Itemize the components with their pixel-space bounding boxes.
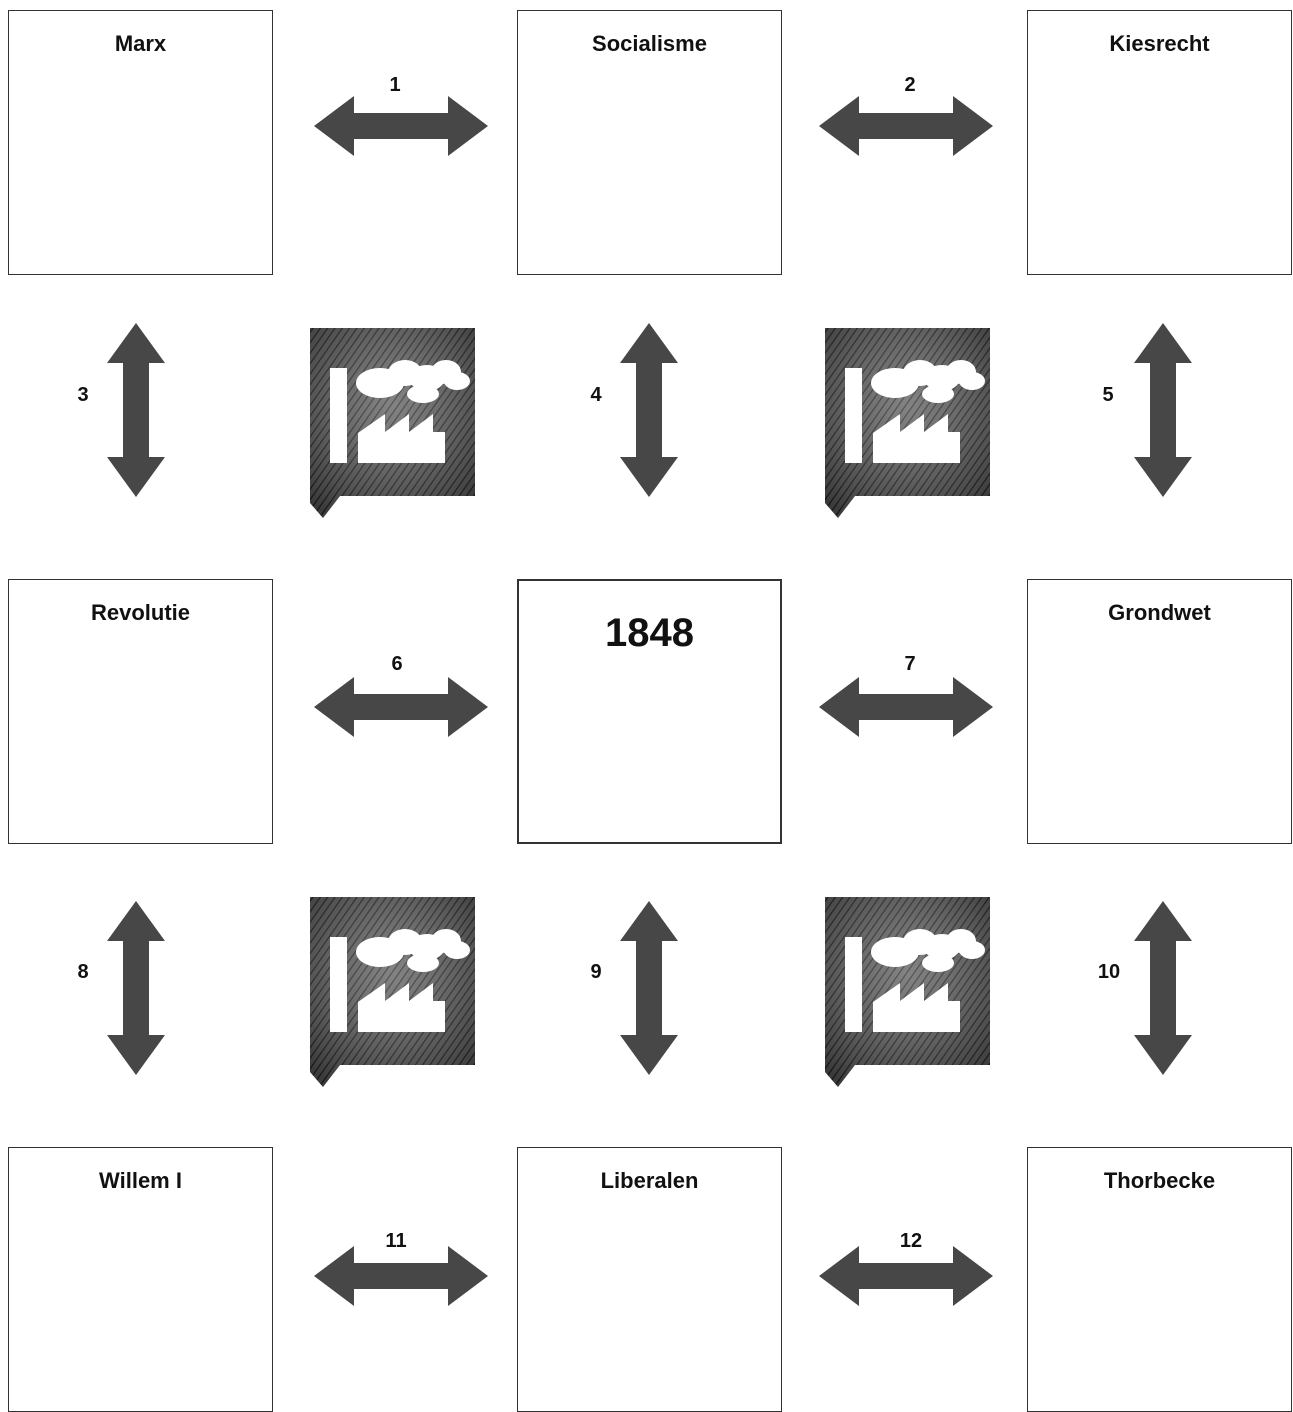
concept-box-liberalen: Liberalen — [517, 1147, 782, 1412]
concept-label: Kiesrecht — [1109, 31, 1210, 56]
connection-number: 4 — [590, 384, 602, 406]
concept-label: Liberalen — [600, 1168, 699, 1193]
double-arrow-vertical-icon — [1134, 901, 1192, 1075]
connection-number: 2 — [904, 74, 916, 96]
concept-label: Socialisme — [592, 31, 707, 56]
factory-icon — [820, 897, 1000, 1092]
concept-label: Marx — [114, 31, 167, 56]
concept-label: Willem I — [99, 1168, 182, 1193]
double-arrow-vertical-icon — [620, 901, 678, 1075]
factory-icon — [820, 328, 1000, 523]
double-arrow-horizontal-icon — [314, 677, 488, 737]
double-arrow-horizontal-icon — [314, 1246, 488, 1306]
concept-label: Thorbecke — [1103, 1168, 1216, 1193]
double-arrow-vertical-icon — [620, 323, 678, 497]
connection-number: 11 — [385, 1230, 407, 1252]
connection-number: 10 — [1097, 961, 1121, 983]
central-year-label: 1848 — [605, 611, 694, 655]
double-arrow-horizontal-icon — [314, 96, 488, 156]
concept-box-thorbecke: Thorbecke — [1027, 1147, 1292, 1412]
factory-icon — [305, 328, 485, 523]
double-arrow-vertical-icon — [107, 323, 165, 497]
connection-number: 9 — [590, 961, 602, 983]
connection-number: 3 — [77, 384, 89, 406]
concept-label: Revolutie — [90, 600, 191, 625]
double-arrow-vertical-icon — [1134, 323, 1192, 497]
factory-icon — [305, 897, 485, 1092]
concept-box-socialisme: Socialisme — [517, 10, 782, 275]
concept-box-grondwet: Grondwet — [1027, 579, 1292, 844]
connection-number: 1 — [389, 74, 401, 96]
connection-number: 12 — [899, 1230, 923, 1252]
double-arrow-horizontal-icon — [819, 1246, 993, 1306]
connection-number: 7 — [904, 653, 916, 675]
concept-box-kiesrecht: Kiesrecht — [1027, 10, 1292, 275]
double-arrow-horizontal-icon — [819, 96, 993, 156]
connection-number: 5 — [1102, 384, 1114, 406]
concept-box-willem: Willem I — [8, 1147, 273, 1412]
double-arrow-vertical-icon — [107, 901, 165, 1075]
connection-number: 8 — [77, 961, 89, 983]
concept-box-marx: Marx — [8, 10, 273, 275]
concept-label: Grondwet — [1108, 600, 1211, 625]
double-arrow-horizontal-icon — [819, 677, 993, 737]
concept-box-revolutie: Revolutie — [8, 579, 273, 844]
central-box-1848: 1848 — [517, 579, 782, 844]
connection-number: 6 — [391, 653, 403, 675]
